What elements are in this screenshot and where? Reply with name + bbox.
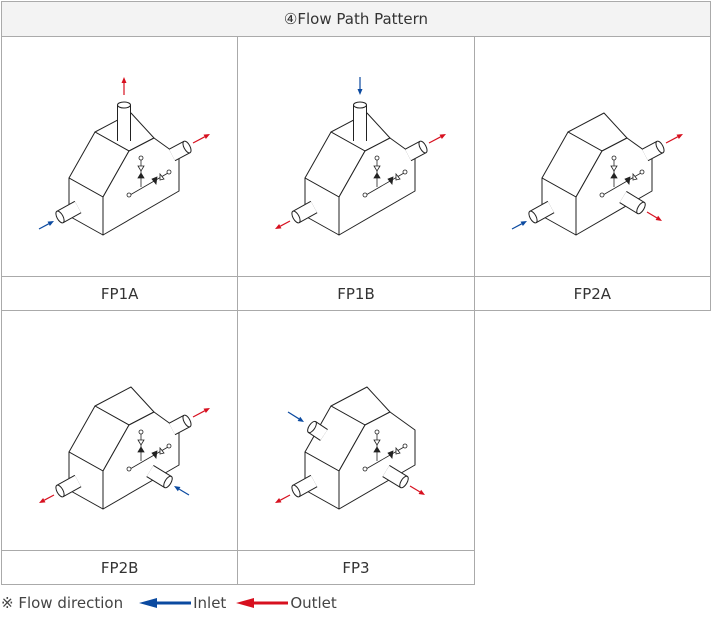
port-front-right (146, 465, 173, 489)
outlet-arrow-icon (192, 134, 210, 144)
pattern-label: FP1B (237, 276, 475, 311)
diagram-cell-fp2b (0, 310, 239, 551)
empty-cell (473, 310, 711, 585)
outlet-arrow-icon (39, 494, 55, 503)
port-top (353, 101, 368, 141)
legend-note: ※ Flow direction (1, 594, 124, 612)
valve-diagram-fp2b (39, 386, 210, 510)
port-back-left (307, 420, 329, 441)
valve-symbol-icon (126, 429, 172, 472)
valve-body (304, 386, 416, 510)
port-left (291, 474, 318, 498)
outlet-arrow-icon (429, 134, 447, 144)
valve-diagram-fp2a (511, 112, 683, 236)
port-back-right (168, 140, 192, 162)
port-left (55, 474, 82, 498)
diagram-cell-fp1a (0, 36, 239, 277)
port-back-right (405, 140, 428, 162)
legend-outlet: Outlet (290, 594, 337, 612)
outlet-arrow-icon (192, 408, 210, 418)
diagram-cell-fp1b (237, 36, 475, 277)
valve-diagram-fp1a (38, 77, 210, 236)
outlet-arrow-icon (275, 494, 291, 503)
valve-symbol-icon (362, 429, 408, 472)
valve-body (541, 112, 653, 236)
port-back-right (641, 140, 665, 162)
diagram-cell-fp2a (473, 36, 712, 277)
valve-body (68, 386, 180, 510)
port-left (528, 200, 555, 224)
outlet-arrow-icon (275, 220, 291, 229)
flow-path-table: ④Flow Path Pattern FP1A FP1B FP2A FP2B F… (0, 1, 712, 585)
port-front-right (382, 465, 410, 489)
valve-symbol-icon (126, 155, 172, 198)
valve-body (68, 112, 180, 236)
legend-inlet: Inlet (193, 594, 227, 612)
pattern-label: FP2B (0, 550, 239, 585)
port-top (117, 101, 131, 141)
valve-diagram-fp1b (275, 77, 447, 236)
legend: ※ Flow direction Inlet Outlet (1, 594, 337, 612)
outlet-arrow-icon (121, 77, 127, 95)
port-back-right (168, 414, 192, 436)
valve-symbol-icon (362, 155, 408, 198)
inlet-arrow-icon (357, 77, 363, 95)
diagram-cell-fp3 (237, 310, 475, 551)
inlet-arrow-icon (288, 411, 305, 422)
valve-diagram-fp3 (275, 386, 426, 510)
inlet-arrow-icon (38, 221, 54, 230)
valve-symbol-icon (599, 155, 645, 198)
outlet-arrow-icon (665, 134, 683, 144)
pattern-label: FP1A (0, 276, 239, 311)
outlet-arrow-icon (646, 211, 662, 221)
pattern-label: FP2A (473, 276, 712, 311)
inlet-arrow-icon (174, 486, 190, 496)
port-front-right (619, 191, 646, 215)
outlet-arrow-icon (410, 485, 426, 495)
pattern-label: FP3 (237, 550, 475, 585)
inlet-arrow-icon (139, 598, 192, 608)
inlet-arrow-icon (511, 221, 527, 230)
table-title: ④Flow Path Pattern (1, 1, 711, 37)
outlet-arrow-icon (236, 598, 289, 608)
port-left (55, 200, 82, 224)
port-left (291, 200, 318, 224)
